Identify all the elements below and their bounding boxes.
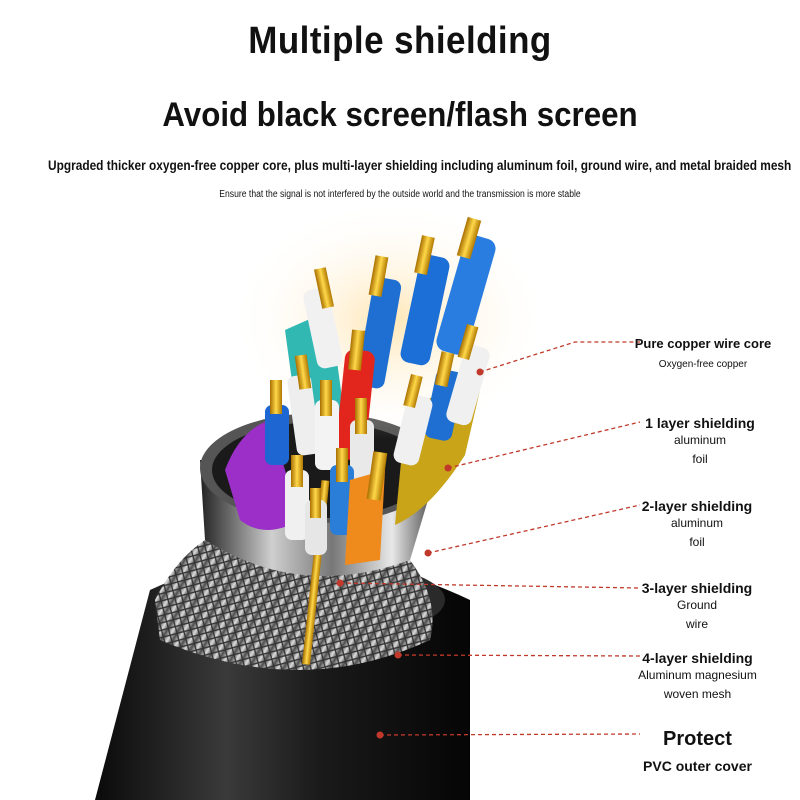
callout-layer4-sub2: woven mesh: [663, 687, 732, 701]
callout-layer1-sub1: aluminum: [673, 433, 727, 447]
wire-pairs: [225, 216, 496, 565]
callout-layer1: 1 layer shielding aluminum foil: [625, 415, 775, 469]
callout-layer1-label: 1 layer shielding: [645, 415, 755, 431]
callout-outer-label: Protect: [663, 728, 732, 750]
leader-outer: [379, 733, 641, 736]
leader-dots: [336, 368, 484, 739]
note-text: Ensure that the signal is not interfered…: [219, 189, 581, 200]
callout-layer2-sub1: aluminum: [670, 516, 724, 530]
leader-layer1: [447, 421, 641, 469]
leader-layer4: [397, 654, 641, 657]
callout-layer3: 3-layer shielding Ground wire: [622, 580, 772, 634]
callout-layer2: 2-layer shielding aluminum foil: [622, 498, 772, 552]
callout-core-sub: Oxygen-free copper: [658, 359, 748, 370]
callout-layer2-label: 2-layer shielding: [641, 498, 753, 514]
leader-core: [479, 341, 640, 373]
leader-lines: [339, 341, 641, 736]
callout-outer: Protect PVC outer cover: [620, 728, 775, 776]
callout-outer-sub: PVC outer cover: [643, 758, 752, 774]
page-title: Multiple shielding: [248, 20, 552, 62]
callout-layer4-sub1: Aluminum magnesium: [638, 668, 757, 682]
callout-layer4-label: 4-layer shielding: [642, 650, 753, 666]
callout-layer2-sub2: foil: [689, 535, 705, 549]
leader-layer3: [339, 582, 641, 589]
callout-layer4: 4-layer shielding Aluminum magnesium wov…: [620, 650, 775, 704]
callout-layer3-sub1: Ground: [676, 598, 718, 612]
callout-layer1-sub2: foil: [692, 452, 708, 466]
callout-layer3-label: 3-layer shielding: [641, 580, 753, 596]
callout-core: Pure copper wire core Oxygen-free copper: [628, 336, 778, 370]
leader-layer2: [427, 504, 641, 554]
page-subtitle: Avoid black screen/flash screen: [162, 96, 638, 134]
description-text: Upgraded thicker oxygen-free copper core…: [48, 158, 792, 173]
callout-layer3-sub2: wire: [685, 617, 708, 631]
callout-core-label: Pure copper wire core: [634, 336, 772, 351]
